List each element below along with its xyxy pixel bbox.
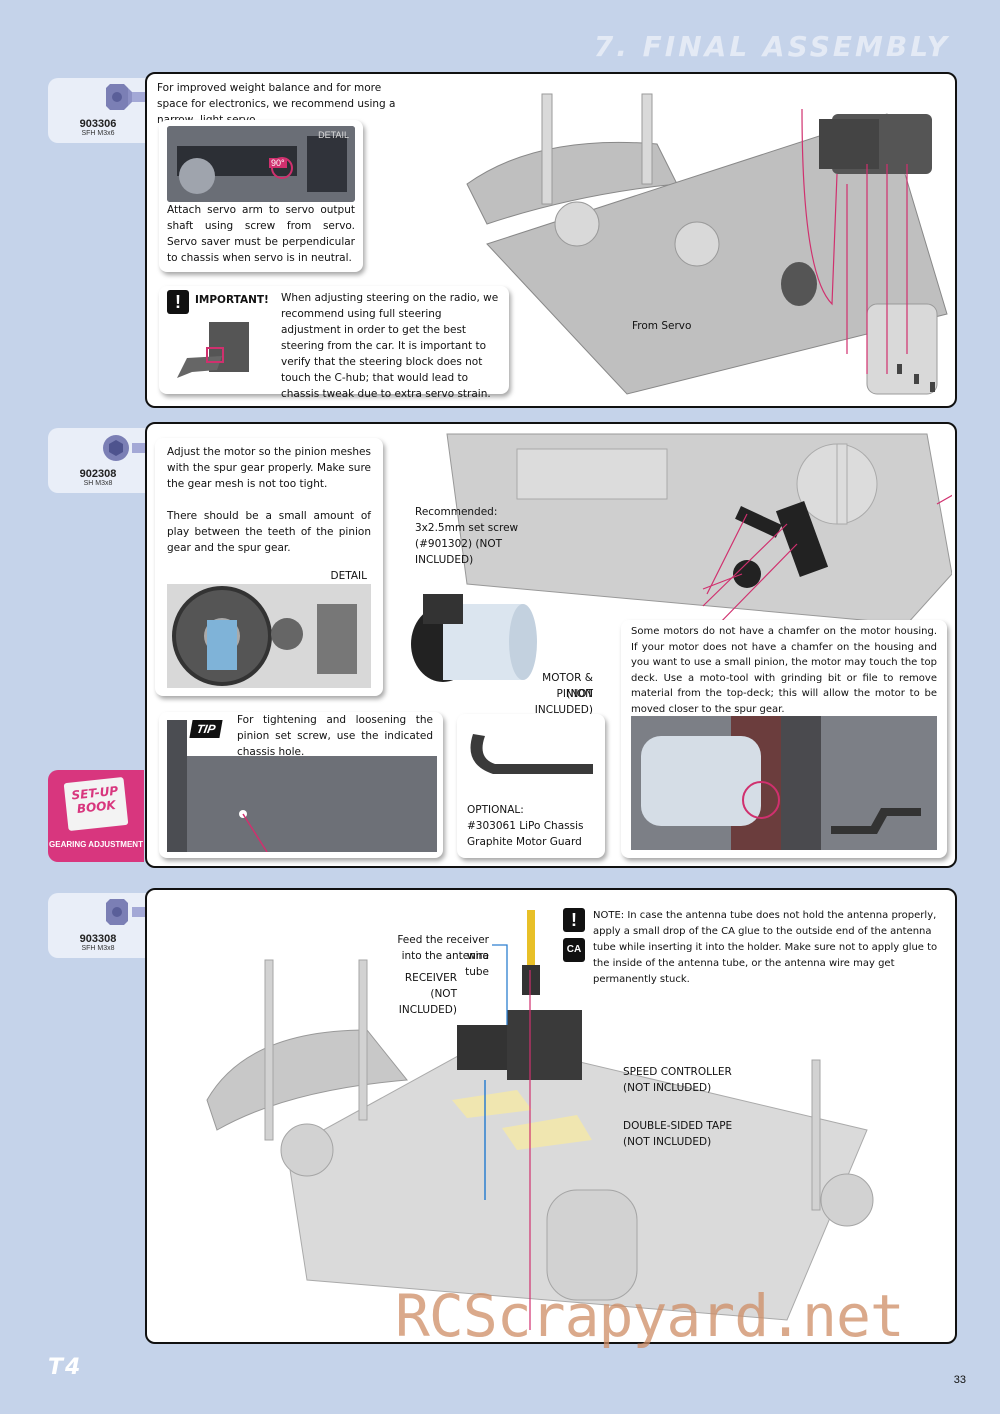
part-tab-2: 902308 SH M3x8 bbox=[48, 428, 154, 493]
setup-book-icon: SET-UP BOOK bbox=[63, 776, 129, 832]
gear-detail-drawing bbox=[167, 584, 371, 688]
part-number: 902308 bbox=[79, 468, 117, 480]
page-title: 7. FINAL ASSEMBLY bbox=[593, 30, 950, 63]
recommended-label: Recommended: 3x2.5mm set screw (#901302)… bbox=[415, 506, 519, 566]
screw-icon bbox=[103, 435, 154, 461]
motor-label: MOTOR & PINION bbox=[542, 672, 593, 700]
part-description: SFH M3x8 bbox=[81, 945, 115, 952]
optional-label: OPTIONAL: bbox=[467, 804, 524, 816]
tape-not-included: (NOT INCLUDED) bbox=[623, 1136, 712, 1148]
angle-label: 90° bbox=[269, 158, 287, 168]
optional-part-name: Graphite Motor Guard bbox=[467, 836, 582, 848]
chamfer-text: Some motors do not have a chamfer on the… bbox=[631, 626, 937, 715]
part-number: 903306 bbox=[79, 118, 117, 130]
chamfer-photo bbox=[631, 716, 937, 850]
detail-card: DETAIL 90° Attach servo arm to servo out… bbox=[159, 120, 363, 272]
screw-icon bbox=[106, 899, 154, 925]
speed-controller-label: SPEED CONTROLLER bbox=[623, 1066, 732, 1078]
important-card: ! IMPORTANT! When adjusting steering on … bbox=[159, 286, 509, 400]
step-panel-3: Feed the receiver wire into the antenna … bbox=[145, 888, 957, 1344]
tip-text: For tightening and loosening the pinion … bbox=[237, 714, 433, 758]
part-number: 903308 bbox=[79, 933, 117, 945]
setup-book-label: GEARING ADJUSTMENT bbox=[49, 840, 143, 849]
feed-wire-label-1: Feed the receiver wire bbox=[397, 934, 489, 962]
motor-guard-image bbox=[470, 734, 593, 774]
chamfer-card: Some motors do not have a chamfer on the… bbox=[621, 620, 947, 858]
optional-part: #303061 LiPo Chassis bbox=[467, 820, 584, 832]
servo-detail-photo: DETAIL 90° bbox=[167, 126, 355, 202]
model-logo: T4 bbox=[48, 1355, 83, 1380]
from-servo-label: From Servo bbox=[632, 320, 692, 332]
steering-block-photo bbox=[177, 322, 249, 378]
warning-icon: ! bbox=[563, 908, 585, 932]
receiver-not-included: (NOT INCLUDED) bbox=[398, 988, 457, 1016]
ca-glue-icon: CA bbox=[563, 938, 585, 962]
part-tab-3: 903308 SFH M3x8 bbox=[48, 893, 154, 958]
screw-icon bbox=[106, 84, 154, 110]
important-label: IMPORTANT! bbox=[195, 294, 269, 306]
detail-label: DETAIL bbox=[330, 570, 367, 582]
mesh-text-2: There should be a small amount of play b… bbox=[167, 510, 371, 554]
chassis-hole-photo bbox=[167, 720, 437, 852]
feed-wire-label-2: into the antenna tube bbox=[401, 950, 489, 978]
gear-mesh-card: Adjust the motor so the pinion meshes wi… bbox=[155, 438, 383, 696]
part-description: SFH M3x6 bbox=[81, 130, 115, 137]
mesh-text-1: Adjust the motor so the pinion meshes wi… bbox=[167, 446, 371, 490]
chassis-drawing bbox=[466, 93, 948, 395]
important-text: When adjusting steering on the radio, we… bbox=[281, 292, 499, 400]
motor-chassis-drawing bbox=[446, 433, 952, 631]
step-panel-1: For improved weight balance and for more… bbox=[145, 72, 957, 408]
watermark: RCScrapyard.net bbox=[395, 1282, 905, 1350]
warning-icon: ! bbox=[167, 290, 189, 314]
part-tab-1: 903306 SFH M3x6 bbox=[48, 78, 154, 143]
receiver-label: RECEIVER bbox=[404, 972, 457, 984]
setup-book-badge: SET-UP BOOK GEARING ADJUSTMENT bbox=[48, 770, 144, 862]
motor-not-included: (NOT INCLUDED) bbox=[534, 688, 593, 716]
motor-image bbox=[411, 594, 537, 682]
detail-label: DETAIL bbox=[318, 130, 349, 140]
antenna-note: NOTE: In case the antenna tube does not … bbox=[593, 910, 938, 985]
optional-card: OPTIONAL: #303061 LiPo Chassis Graphite … bbox=[457, 714, 605, 858]
speed-controller-not-included: (NOT INCLUDED) bbox=[623, 1082, 712, 1094]
part-description: SH M3x8 bbox=[83, 480, 113, 487]
tip-card: TIP For tightening and loosening the pin… bbox=[159, 712, 443, 858]
tape-label: DOUBLE-SIDED TAPE bbox=[623, 1120, 733, 1132]
electronics-chassis-drawing bbox=[206, 910, 874, 1330]
step-panel-2: Adjust the motor so the pinion meshes wi… bbox=[145, 422, 957, 868]
page-number: 33 bbox=[953, 1374, 966, 1386]
detail-text: Attach servo arm to servo output shaft u… bbox=[167, 204, 355, 264]
